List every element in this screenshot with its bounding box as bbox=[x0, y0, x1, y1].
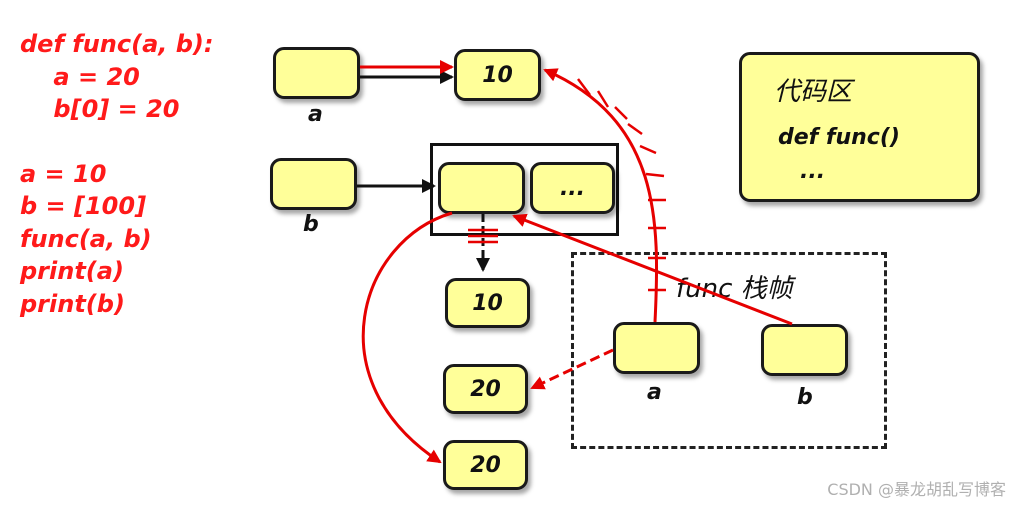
code-area-title: 代码区 bbox=[774, 77, 853, 107]
arrow-frame-a-to-10-old bbox=[543, 68, 659, 323]
cross-mark bbox=[468, 228, 498, 244]
code-listing: def func(a, b): a = 20 b[0] = 20 a = 10 … bbox=[20, 28, 213, 320]
code-line: print(b) bbox=[20, 289, 125, 318]
global-b-box bbox=[270, 158, 357, 210]
frame-a-label: a bbox=[647, 380, 662, 405]
arrow-frame-b-to-list bbox=[512, 213, 793, 326]
global-a-box bbox=[273, 47, 360, 99]
code-line: a = 20 bbox=[20, 62, 140, 91]
code-area-dots: ... bbox=[800, 159, 826, 184]
code-area-def: def func() bbox=[778, 125, 900, 150]
list-slot-dots: ... bbox=[530, 162, 615, 214]
object-20-bottom: 20 bbox=[443, 440, 528, 490]
code-line: a = 10 bbox=[20, 159, 107, 188]
cross-ticks bbox=[577, 78, 666, 292]
object-20-mid: 20 bbox=[443, 364, 528, 414]
frame-a-box bbox=[613, 322, 700, 374]
object-10-top: 10 bbox=[454, 49, 541, 101]
code-line: b[0] = 20 bbox=[20, 95, 180, 123]
global-a-label: a bbox=[308, 102, 323, 127]
code-line: b = [100] bbox=[20, 192, 147, 220]
code-area-box: 代码区 def func() ... bbox=[739, 52, 980, 202]
code-line: def func(a, b): bbox=[20, 30, 214, 58]
object-10-mid: 10 bbox=[445, 278, 530, 328]
code-line: print(a) bbox=[20, 257, 124, 285]
watermark: CSDN @暴龙胡乱写博客 bbox=[827, 480, 1006, 499]
frame-b-box bbox=[761, 324, 848, 376]
arrow-slot-to-20-new bbox=[361, 211, 453, 464]
code-line: func(a, b) bbox=[20, 224, 152, 253]
arrow-frame-a-to-20 bbox=[530, 348, 614, 390]
global-b-label: b bbox=[303, 212, 319, 237]
func-stack-frame bbox=[571, 252, 887, 449]
func-frame-title: func 栈帧 bbox=[676, 274, 793, 304]
frame-b-label: b bbox=[797, 385, 813, 410]
list-slot-0 bbox=[438, 162, 525, 214]
